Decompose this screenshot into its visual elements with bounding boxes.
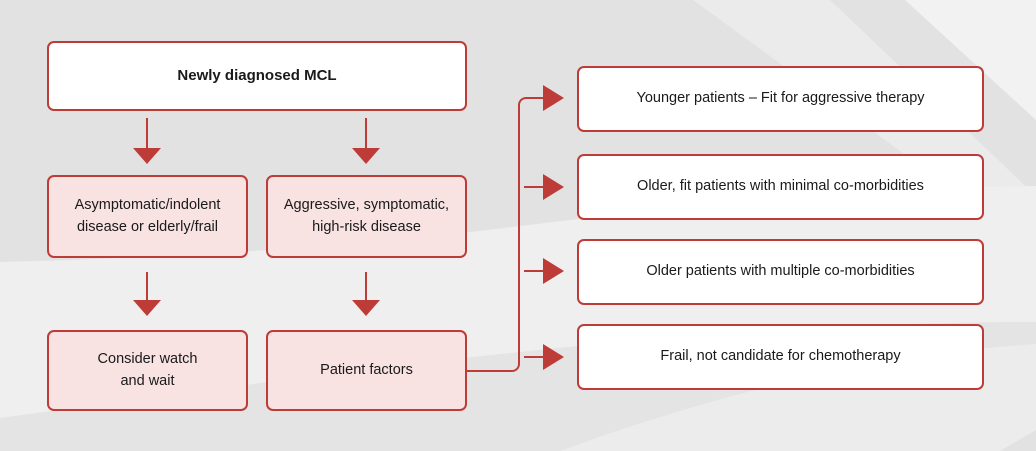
connector-line-root-left xyxy=(146,118,148,148)
arrow-to-option-4 xyxy=(543,344,564,370)
node-consider-watch-and-wait[interactable]: Consider watch and wait xyxy=(47,330,248,411)
node-asymptomatic-indolent[interactable]: Asymptomatic/indolent disease or elderly… xyxy=(47,175,248,258)
arrow-to-option-1 xyxy=(543,85,564,111)
option-label: Older patients with multiple co-morbidit… xyxy=(646,263,915,280)
connector-stub-option-3 xyxy=(524,270,556,272)
arrow-root-to-right-branch xyxy=(352,148,380,164)
arrow-to-option-2 xyxy=(543,174,564,200)
arrow-right-branch-to-patient-factors xyxy=(352,300,380,316)
connector-line-left-outcome xyxy=(146,272,148,300)
option-box-frail-not-chemo-candidate[interactable]: Frail, not candidate for chemotherapy xyxy=(577,324,984,390)
node-newly-diagnosed-mcl[interactable]: Newly diagnosed MCL xyxy=(47,41,467,111)
option-label: Younger patients – Fit for aggressive th… xyxy=(636,90,925,107)
node-label: Consider watch and wait xyxy=(97,351,198,389)
node-label: Patient factors xyxy=(320,361,413,378)
option-box-older-multiple-comorbidities[interactable]: Older patients with multiple co-morbidit… xyxy=(577,239,984,305)
connector-stub-option-2 xyxy=(524,186,556,188)
connector-line-right-outcome xyxy=(365,272,367,300)
node-label: Aggressive, symptomatic, high-risk disea… xyxy=(283,197,450,235)
option-box-older-fit-minimal-comorbidities[interactable]: Older, fit patients with minimal co-morb… xyxy=(577,154,984,220)
node-aggressive-symptomatic[interactable]: Aggressive, symptomatic, high-risk disea… xyxy=(266,175,467,258)
option-label: Frail, not candidate for chemotherapy xyxy=(660,348,901,365)
connector-line-root-right xyxy=(365,118,367,148)
option-box-younger-fit-aggressive[interactable]: Younger patients – Fit for aggressive th… xyxy=(577,66,984,132)
node-label: Asymptomatic/indolent disease or elderly… xyxy=(74,197,221,235)
connector-stub-option-4 xyxy=(524,356,556,358)
option-label: Older, fit patients with minimal co-morb… xyxy=(637,178,924,195)
node-patient-factors[interactable]: Patient factors xyxy=(266,330,467,411)
node-label: Newly diagnosed MCL xyxy=(177,67,337,85)
arrow-left-branch-to-watch-wait xyxy=(133,300,161,316)
arrow-to-option-3 xyxy=(543,258,564,284)
arrow-root-to-left-branch xyxy=(133,148,161,164)
